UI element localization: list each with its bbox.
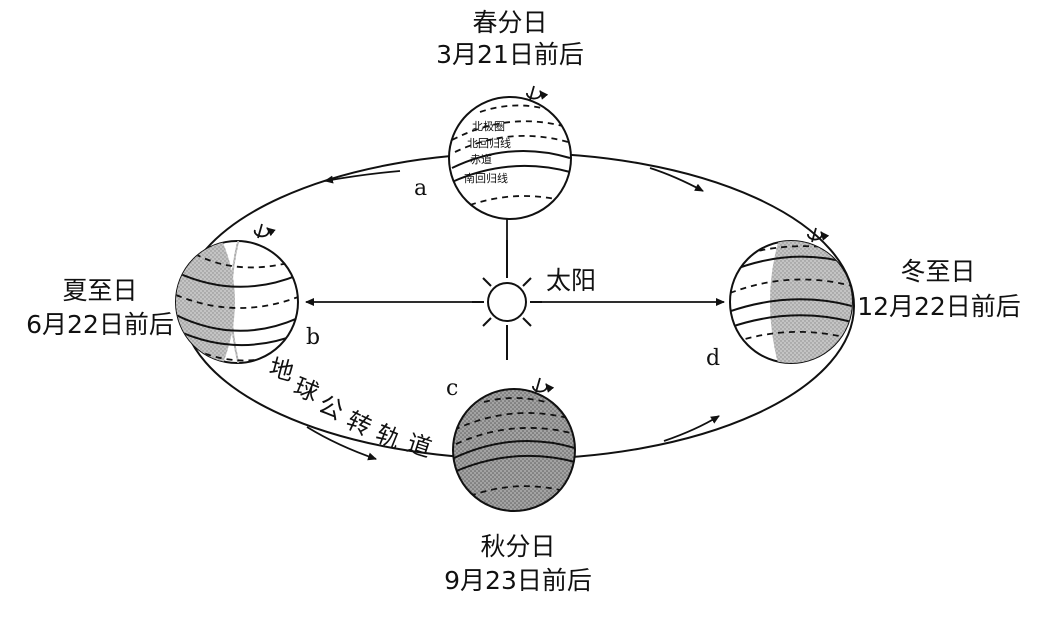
- spring-equinox-date: 3月21日前后: [420, 40, 600, 70]
- autumn-equinox-date: 9月23日前后: [428, 566, 608, 596]
- label-arctic-circle: 北极圈: [472, 120, 505, 133]
- label-tropic-cancer: 北回归线: [467, 137, 511, 150]
- winter-solstice-date: 12月22日前后: [846, 292, 1032, 322]
- earth-autumn: [453, 378, 575, 511]
- sun-label: 太阳: [546, 266, 596, 296]
- winter-solstice-title: 冬至日: [868, 257, 1008, 287]
- spring-equinox-title: 春分日: [440, 8, 580, 38]
- summer-letter: b: [306, 325, 320, 350]
- winter-letter: d: [706, 346, 720, 371]
- label-tropic-capricorn: 南回归线: [464, 172, 508, 185]
- sun-icon: [472, 240, 542, 360]
- earth-spring: [449, 86, 571, 219]
- summer-solstice-date: 6月22日前后: [10, 310, 190, 340]
- label-equator: 赤道: [470, 153, 492, 166]
- autumn-equinox-title: 秋分日: [448, 532, 588, 562]
- autumn-letter: c: [446, 376, 458, 401]
- spring-letter: a: [414, 176, 427, 201]
- summer-solstice-title: 夏至日: [30, 276, 170, 306]
